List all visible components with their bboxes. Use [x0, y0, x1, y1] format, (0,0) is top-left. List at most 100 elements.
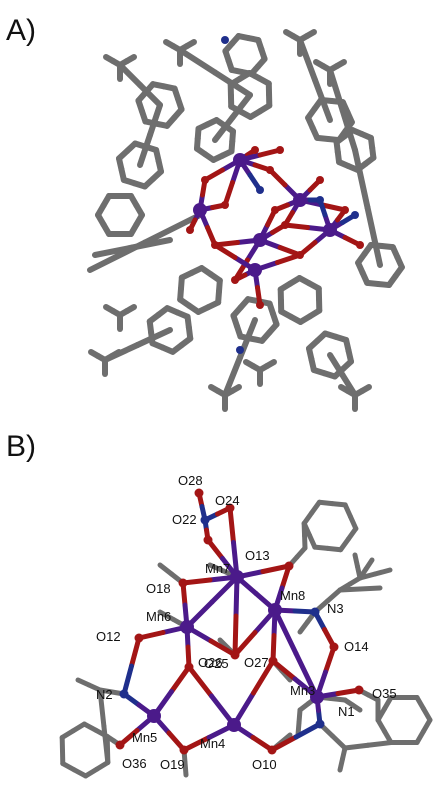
atom-label-o13: O13: [245, 548, 270, 563]
atom-label-mn6: Mn6: [146, 609, 171, 624]
oxygen-atom: [221, 201, 229, 209]
manganese-atom: [180, 620, 194, 634]
atom-label-o12: O12: [96, 629, 121, 644]
manganese-atom: [310, 690, 324, 704]
bond: [129, 635, 142, 669]
oxygen-atom: [341, 206, 349, 214]
bond: [102, 342, 141, 363]
manganese-atom: [230, 570, 244, 584]
bond: [313, 59, 326, 69]
oxygen-atom: [134, 633, 144, 643]
bond: [124, 54, 137, 64]
bond: [101, 723, 111, 765]
bond: [155, 157, 165, 175]
bond: [75, 677, 92, 688]
oxygen-atom: [276, 146, 284, 154]
bond: [186, 664, 214, 699]
oxygen-atom: [266, 166, 274, 174]
bond: [337, 756, 345, 773]
bond: [269, 734, 299, 753]
bond: [169, 664, 192, 694]
bond: [342, 742, 371, 751]
oxygen-atom: [284, 561, 294, 571]
bond: [182, 760, 189, 778]
bond: [180, 577, 213, 586]
bond: [97, 687, 107, 729]
bond: [134, 327, 173, 348]
atom-label-o25: O25: [204, 656, 229, 671]
bond: [251, 658, 276, 696]
oxygen-atom: [230, 650, 240, 660]
bond: [364, 204, 383, 268]
bond: [208, 638, 238, 658]
oxygen-atom: [251, 146, 259, 154]
oxygen-atom: [271, 206, 279, 214]
atom-label-o22: O22: [172, 512, 197, 527]
bond: [359, 384, 372, 394]
nitrogen-atom: [221, 36, 229, 44]
bond: [92, 244, 136, 258]
bond: [350, 702, 363, 713]
bond: [208, 384, 221, 394]
atom-label-o28: O28: [178, 473, 203, 488]
panel-b-label: B): [6, 430, 36, 463]
bond: [232, 613, 239, 658]
bond: [185, 324, 194, 342]
bond: [357, 585, 383, 592]
bond: [157, 609, 176, 622]
bond: [184, 39, 197, 49]
bond: [369, 144, 377, 161]
oxygen-atom: [267, 745, 277, 755]
bond: [312, 77, 333, 123]
bond: [293, 721, 323, 740]
oxygen-atom: [356, 241, 364, 249]
bond: [293, 651, 320, 700]
manganese-atom: [253, 233, 267, 247]
nitrogen-atom: [351, 211, 359, 219]
bond: [147, 102, 163, 138]
atom-label-mn4: Mn4: [200, 736, 225, 751]
bond: [325, 587, 343, 604]
manganese-atom: [147, 709, 161, 723]
bond: [421, 706, 433, 723]
atom-label-o35: O35: [372, 686, 397, 701]
oxygen-atom: [231, 276, 239, 284]
bond: [330, 733, 348, 751]
bond: [129, 237, 173, 251]
oxygen-atom: [179, 745, 189, 755]
atom-label-o26: O26: [198, 655, 223, 670]
manganese-atom: [268, 603, 282, 617]
bond: [327, 352, 346, 378]
bond: [334, 59, 347, 69]
bond: [348, 514, 359, 532]
bond: [337, 586, 363, 593]
oxygen-atom: [211, 241, 219, 249]
bond: [264, 359, 277, 369]
bond: [297, 37, 318, 83]
oxygen-atom: [203, 535, 213, 545]
bond: [363, 557, 375, 572]
bond: [222, 354, 243, 398]
atom-label-o36: O36: [122, 756, 147, 771]
oxygen-atom: [201, 176, 209, 184]
bond: [163, 39, 176, 49]
manganese-atom: [233, 153, 247, 167]
bond: [295, 720, 302, 738]
bond: [181, 735, 212, 753]
nitrogen-atom: [310, 607, 320, 617]
manganese-atom: [193, 203, 207, 217]
oxygen-atom: [184, 662, 194, 672]
bond: [117, 62, 143, 88]
bond: [304, 29, 317, 39]
bond: [137, 132, 153, 168]
bond: [157, 562, 174, 577]
bond: [215, 288, 222, 306]
bond: [352, 552, 360, 569]
atom-label-o24: O24: [215, 493, 240, 508]
panel-a-label: A): [6, 14, 36, 47]
bond: [212, 114, 236, 143]
bond: [137, 82, 163, 108]
nitrogen-atom: [236, 346, 244, 354]
nitrogen-atom: [119, 689, 129, 699]
